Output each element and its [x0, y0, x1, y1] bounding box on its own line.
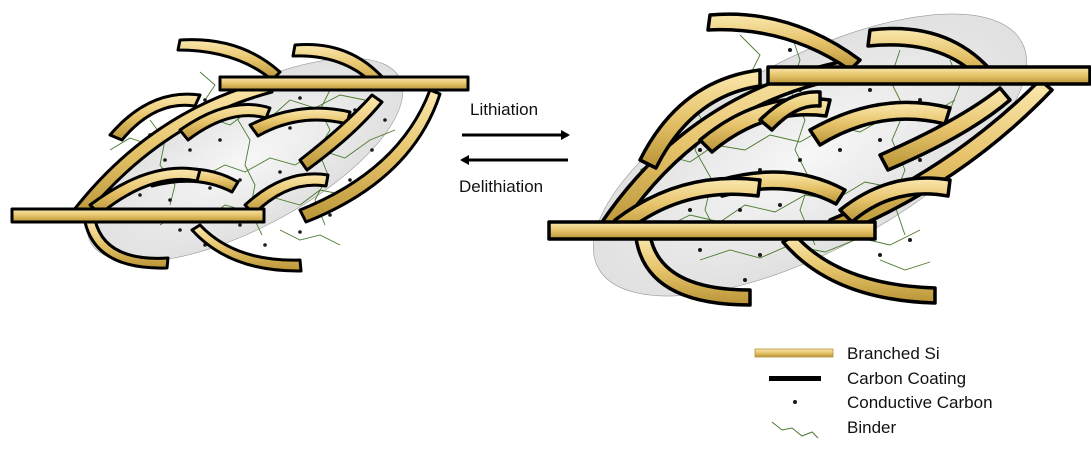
si-rod [768, 67, 1090, 84]
legend-item-binder: Binder [752, 417, 1082, 442]
legend: Branched Si Carbon Coating Conductive Ca… [752, 343, 1082, 441]
legend-item-conductive-carbon: Conductive Carbon [752, 392, 1082, 417]
lithiation-label: Lithiation [470, 100, 538, 120]
legend-label: Binder [847, 418, 896, 438]
si-rod [549, 222, 875, 239]
legend-label: Branched Si [847, 344, 940, 364]
legend-label: Conductive Carbon [847, 393, 993, 413]
legend-item-branched-si: Branched Si [752, 343, 1082, 368]
delithiated-electrode-cluster [12, 18, 468, 302]
delithiation-label: Delithiation [459, 177, 543, 197]
process-arrows [462, 135, 568, 160]
legend-item-carbon-coating: Carbon Coating [752, 368, 1082, 393]
si-rod [12, 209, 264, 222]
si-arc [178, 40, 280, 80]
si-arc [783, 235, 935, 303]
si-rod [220, 77, 468, 90]
legend-label: Carbon Coating [847, 369, 966, 389]
lithiated-electrode-cluster [549, 0, 1090, 352]
